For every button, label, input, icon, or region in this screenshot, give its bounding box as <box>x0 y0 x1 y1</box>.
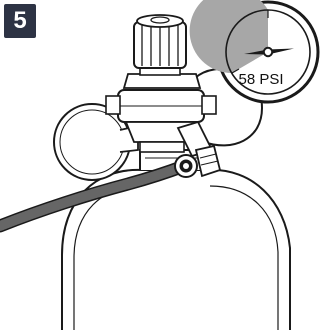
step-number-badge: 5 <box>4 4 36 38</box>
gauge-reading-label: 58 PSI <box>230 71 292 88</box>
adjustment-knob-icon <box>134 15 186 75</box>
